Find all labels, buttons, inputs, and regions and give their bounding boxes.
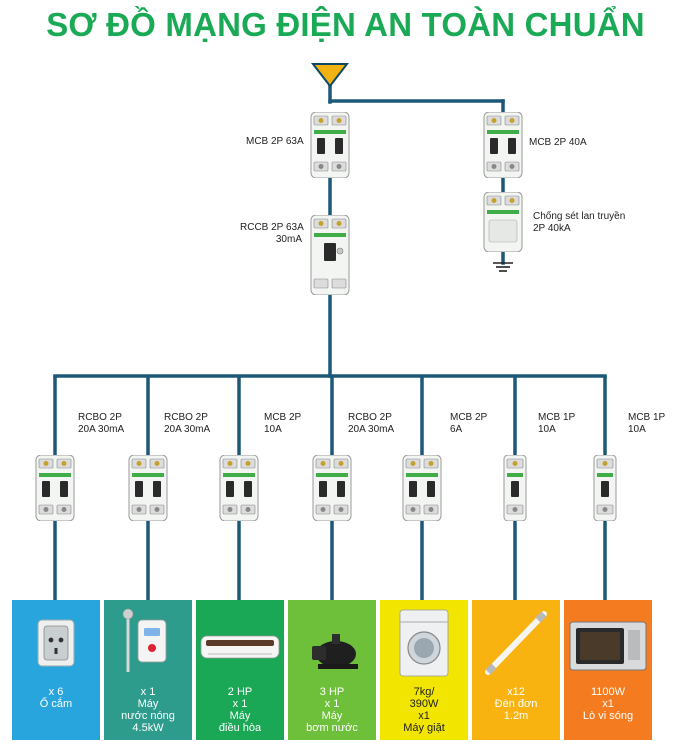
main-rccb-label: RCCB 2P 63A 30mA (240, 222, 304, 246)
load-tile-fluorescent-lamp: x12 Đèn đơn 1.2m (472, 600, 560, 740)
label-line: 10A (538, 424, 556, 435)
ground-icon (493, 262, 513, 272)
socket-icon (37, 619, 75, 667)
load-tile-water-heater: x 1 Máy nước nóng 4.5kW (104, 600, 192, 740)
label-line: MCB 2P (450, 412, 488, 423)
circuit-4-breaker (312, 454, 352, 526)
circuit-3-breaker (219, 454, 259, 526)
water-heater-icon (122, 608, 167, 672)
label-line: 10A (264, 424, 282, 435)
caption-line: 390W (409, 698, 439, 710)
caption-line: Máy (229, 710, 251, 722)
load-tile-air-conditioner: 2 HP x 1 Máy điều hòa (196, 600, 284, 740)
caption-line: Máy giặt (403, 722, 445, 734)
main-mcb-label: MCB 2P 63A (246, 136, 304, 148)
caption-line: 4.5kW (132, 722, 164, 734)
circuit-7-breaker (593, 454, 617, 526)
label-line: 6A (450, 424, 463, 435)
circuit-2-breaker (128, 454, 168, 526)
caption-line: 7kg/ (413, 686, 435, 698)
label-line: MCB 1P (538, 412, 576, 423)
caption-line: 1.2m (503, 710, 529, 722)
load-caption: 7kg/ 390W x1 Máy giặt (380, 686, 468, 734)
label-line: 30mA (275, 234, 302, 245)
main-rccb-breaker (310, 214, 350, 300)
caption-line: Lò vi sóng (582, 710, 634, 722)
load-tile-microwave: 1100W x1 Lò vi sóng (564, 600, 652, 740)
water-pump-icon (312, 634, 358, 669)
fluorescent-lamp-icon (485, 611, 547, 675)
load-caption: x 6 Ổ cắm (12, 686, 100, 710)
caption-line: x 6 (48, 686, 64, 698)
label-line: MCB 2P 40A (529, 137, 587, 148)
label-line: RCBO 2P (164, 412, 208, 423)
label-line: RCCB 2P 63A (240, 222, 304, 233)
caption-line: x1 (602, 698, 614, 710)
label-line: RCBO 2P (78, 412, 122, 423)
load-tile-water-pump: 3 HP x 1 Máy bơm nước (288, 600, 376, 740)
circuit-6-breaker (503, 454, 527, 526)
label-line: 10A (628, 424, 646, 435)
surge-mcb-breaker (483, 111, 523, 183)
load-tile-socket: x 6 Ổ cắm (12, 600, 100, 740)
circuit-5-breaker (402, 454, 442, 526)
washing-machine-icon (399, 609, 449, 677)
surge-protector-device (483, 191, 523, 257)
surge-mcb-label: MCB 2P 40A (529, 137, 587, 149)
supply-triangle-icon (310, 63, 350, 88)
caption-line: x12 (507, 686, 525, 698)
air-conditioner-icon (200, 635, 280, 659)
load-caption: 2 HP x 1 Máy điều hòa (196, 686, 284, 734)
label-line: 2P 40kA (533, 223, 571, 234)
load-caption: x12 Đèn đơn 1.2m (472, 686, 560, 722)
microwave-icon (569, 621, 647, 671)
caption-line: x 1 (140, 686, 156, 698)
diagram-title: SƠ ĐỒ MẠNG ĐIỆN AN TOÀN CHUẨN (46, 6, 645, 43)
caption-line: Đèn đơn (494, 698, 538, 710)
caption-line: Máy (137, 698, 159, 710)
caption-line: nước nóng (121, 710, 175, 722)
load-caption: x 1 Máy nước nóng 4.5kW (104, 686, 192, 734)
surge-protector-label: Chống sét lan truyền 2P 40kA (533, 211, 625, 235)
caption-line: điều hòa (218, 722, 262, 734)
caption-line: 2 HP (227, 686, 253, 698)
load-caption: 1100W x1 Lò vi sóng (564, 686, 652, 722)
label-line: 20A 30mA (348, 424, 395, 435)
caption-line: x 1 (232, 698, 248, 710)
label-line: MCB 1P (628, 412, 666, 423)
main-mcb-breaker (310, 111, 350, 183)
caption-line: bơm nước (306, 722, 358, 734)
circuit-1-breaker (35, 454, 75, 526)
label-line: 20A 30mA (164, 424, 211, 435)
caption-line: x 1 (324, 698, 340, 710)
caption-line: x1 (418, 710, 430, 722)
caption-line: Ổ cắm (39, 698, 73, 710)
label-line: RCBO 2P (348, 412, 392, 423)
label-line: Chống sét lan truyền (533, 211, 626, 222)
caption-line: 3 HP (319, 686, 345, 698)
load-caption: 3 HP x 1 Máy bơm nước (288, 686, 376, 734)
caption-line: 1100W (590, 686, 626, 698)
caption-line: Máy (321, 710, 343, 722)
label-line: MCB 2P 63A (246, 136, 304, 147)
load-tile-washing-machine: 7kg/ 390W x1 Máy giặt (380, 600, 468, 740)
label-line: 20A 30mA (78, 424, 125, 435)
label-line: MCB 2P (264, 412, 302, 423)
